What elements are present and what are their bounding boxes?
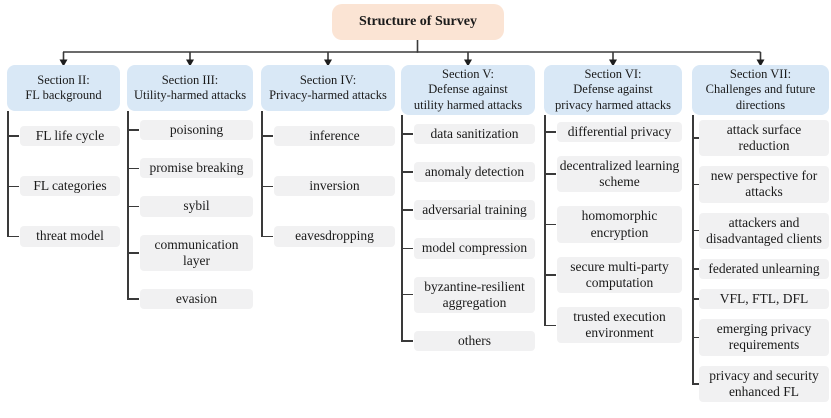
tree-item: attackers and disadvantaged clients <box>692 207 829 255</box>
item-box: federated unlearning <box>699 258 829 280</box>
tree-item: FL life cycle <box>7 111 120 162</box>
tree-item: byzantine-resilient aggregation <box>401 267 535 323</box>
column-section-7: Section VII: Challenges and future direc… <box>692 65 829 407</box>
column-section-3: Section III: Utility-harmed attacks pois… <box>127 65 253 318</box>
item-box: FL life cycle <box>20 126 120 147</box>
tree-item: model compression <box>401 229 535 268</box>
tree-item: anomaly detection <box>401 152 535 192</box>
tree-item: data sanitization <box>401 114 535 154</box>
item-box: trusted execution environment <box>557 307 682 344</box>
item-box: homomorphic encryption <box>557 206 682 243</box>
item-box: sybil <box>140 196 253 217</box>
item-box: byzantine-resilient aggregation <box>414 276 535 313</box>
tree-item: poisoning <box>127 111 253 150</box>
item-box: decentralized learning scheme <box>557 155 682 193</box>
column-section-4: Section IV: Privacy-harmed attacks infer… <box>261 65 395 262</box>
item-box: new perspective for attacks <box>699 166 829 203</box>
item-box: attack surface reduction <box>699 119 829 157</box>
tree-item: VFL, FTL, DFL <box>692 284 829 315</box>
root-node-structure-of-survey: Structure of Survey <box>332 4 504 40</box>
tree-item: emerging privacy requirements <box>692 314 829 362</box>
item-box: eavesdropping <box>274 226 395 247</box>
tree-item: FL categories <box>7 161 120 212</box>
tree-item: communication layer <box>127 225 253 281</box>
section-header: Section VII: Challenges and future direc… <box>692 65 829 115</box>
tree-item: adversarial training <box>401 191 535 230</box>
column-section-2: Section II: FL background FL life cycle … <box>7 65 120 262</box>
tree-item: privacy and security enhanced FL <box>692 360 829 407</box>
item-box: communication layer <box>140 234 253 271</box>
tree-item: differential privacy <box>544 114 682 150</box>
tree-item: eavesdropping <box>261 211 395 261</box>
section-header: Section VI: Defense against privacy harm… <box>544 65 682 115</box>
tree-item: sybil <box>127 187 253 226</box>
item-box: differential privacy <box>557 121 682 142</box>
tree-item: secure multi-party computation <box>544 249 682 301</box>
item-box: inversion <box>274 176 395 197</box>
tree-item: threat model <box>7 211 120 261</box>
item-box: VFL, FTL, DFL <box>699 289 829 310</box>
tree-item: attack surface reduction <box>692 114 829 162</box>
item-box: emerging privacy requirements <box>699 319 829 356</box>
tree-item: new perspective for attacks <box>692 161 829 208</box>
tree-item: promise breaking <box>127 149 253 188</box>
column-section-5: Section V: Defense against utility harme… <box>401 65 535 360</box>
tree-item: homomorphic encryption <box>544 199 682 251</box>
section-header: Section II: FL background <box>7 65 120 111</box>
item-box: poisoning <box>140 120 253 141</box>
tree-item: decentralized learning scheme <box>544 148 682 200</box>
tree-item: others <box>401 321 535 360</box>
item-box: secure multi-party computation <box>557 256 682 294</box>
item-box: others <box>414 330 535 352</box>
item-box: data sanitization <box>414 123 535 144</box>
section-header: Section V: Defense against utility harme… <box>401 65 535 115</box>
item-box: privacy and security enhanced FL <box>699 365 829 402</box>
tree-item: inversion <box>261 161 395 212</box>
tree-item: federated unlearning <box>692 253 829 285</box>
tree-item: evasion <box>127 279 253 318</box>
item-box: adversarial training <box>414 200 535 221</box>
section-header: Section IV: Privacy-harmed attacks <box>261 65 395 111</box>
tree-item: trusted execution environment <box>544 300 682 350</box>
item-box: inference <box>274 126 395 147</box>
item-box: promise breaking <box>140 158 253 179</box>
item-box: attackers and disadvantaged clients <box>699 212 829 249</box>
section-header: Section III: Utility-harmed attacks <box>127 65 253 111</box>
item-box: evasion <box>140 288 253 310</box>
item-box: FL categories <box>20 176 120 197</box>
tree-item: inference <box>261 111 395 162</box>
column-section-6: Section VI: Defense against privacy harm… <box>544 65 682 350</box>
item-box: anomaly detection <box>414 161 535 183</box>
item-box: threat model <box>20 226 120 247</box>
item-box: model compression <box>414 238 535 259</box>
